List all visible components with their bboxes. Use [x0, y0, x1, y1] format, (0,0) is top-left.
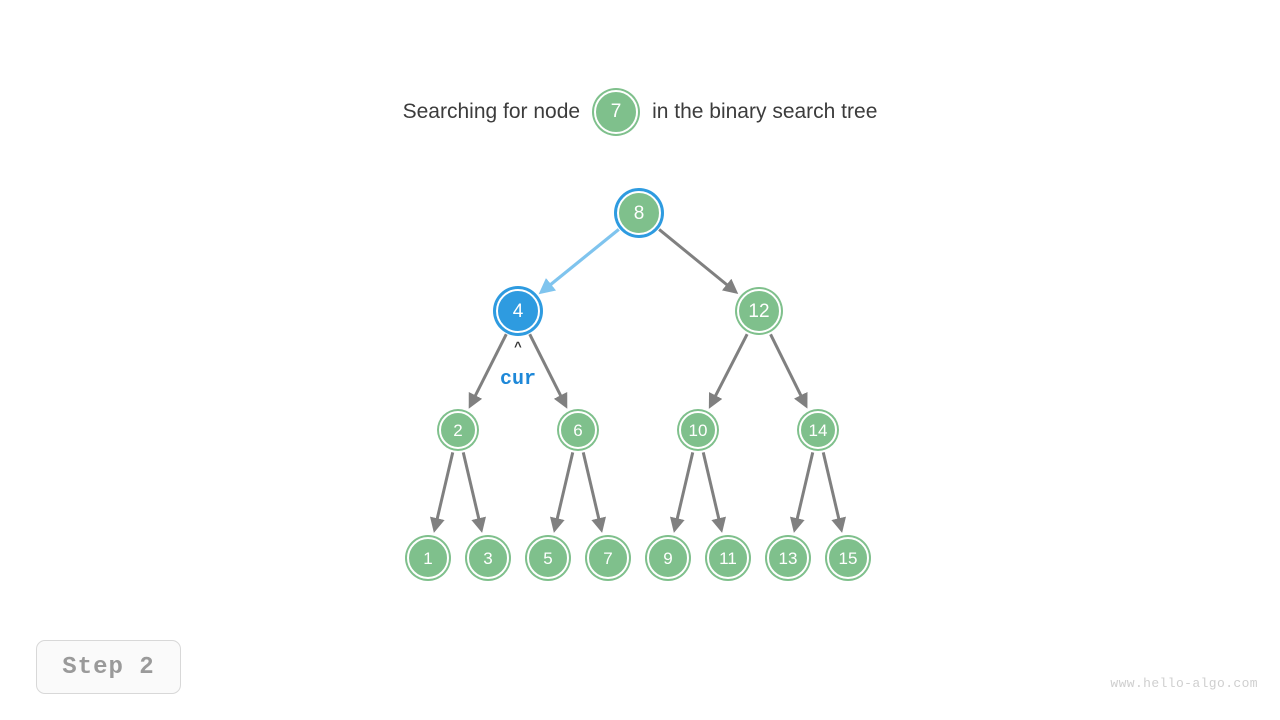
- tree-node-7: 7: [587, 537, 629, 579]
- tree-edge: [670, 452, 695, 533]
- tree-node-label: 7: [603, 548, 613, 568]
- tree-edge: [550, 452, 575, 533]
- tree-node-15: 15: [827, 537, 869, 579]
- tree-node-6: 6: [559, 411, 597, 449]
- title-prefix: Searching for node: [402, 100, 581, 123]
- tree-node-label: 12: [748, 300, 770, 322]
- tree-node-3: 3: [467, 537, 509, 579]
- tree-edge: [769, 333, 808, 409]
- tree-node-label: 14: [808, 420, 828, 440]
- tree-node-2: 2: [439, 411, 477, 449]
- title-suffix: in the binary search tree: [652, 100, 878, 123]
- tree-node-12: 12: [737, 289, 781, 333]
- tree-node-label: 5: [543, 548, 553, 568]
- tree-node-label: 9: [663, 548, 673, 568]
- tree-edge: [538, 228, 620, 295]
- tree-edge: [708, 333, 749, 409]
- title-target-node-badge: 7: [594, 90, 639, 134]
- tree-node-label: 2: [453, 420, 463, 440]
- tree-node-label: 13: [778, 548, 798, 568]
- tree-node-4: 4: [496, 289, 540, 333]
- tree-node-13: 13: [767, 537, 809, 579]
- tree-node-1: 1: [407, 537, 449, 579]
- step-badge: Step 2: [36, 640, 181, 694]
- tree-node-label: 15: [838, 548, 858, 568]
- tree-node-9: 9: [647, 537, 689, 579]
- tree-node-label: 1: [423, 548, 433, 568]
- page-title: Searching for node 7 in the binary searc…: [0, 90, 1280, 134]
- tree-edge: [821, 452, 846, 533]
- tree-node-label: 8: [633, 202, 645, 224]
- tree-node-label: 4: [512, 300, 524, 322]
- tree-node-5: 5: [527, 537, 569, 579]
- tree-node-label: 6: [573, 420, 583, 440]
- cur-label: cur: [499, 368, 536, 391]
- tree-edge: [790, 452, 815, 533]
- tree-node-11: 11: [707, 537, 749, 579]
- tree-edge: [701, 452, 726, 533]
- tree-edge: [468, 333, 508, 409]
- title-target-node-value: 7: [610, 101, 622, 122]
- tree-node-label: 11: [719, 548, 737, 568]
- cur-pointer: ^ cur: [473, 341, 563, 392]
- tree-node-8: 8: [617, 191, 661, 235]
- tree-edge: [430, 452, 455, 533]
- cur-caret-icon: ^: [514, 340, 522, 355]
- tree-node-label: 10: [688, 420, 708, 440]
- tree-edge: [581, 452, 606, 533]
- tree-node-10: 10: [679, 411, 717, 449]
- tree-edge: [461, 452, 486, 533]
- tree-node-14: 14: [799, 411, 837, 449]
- tree-edge: [528, 333, 568, 409]
- tree-node-label: 3: [483, 548, 493, 568]
- tree-edge: [658, 228, 739, 295]
- watermark: www.hello-algo.com: [1110, 676, 1258, 691]
